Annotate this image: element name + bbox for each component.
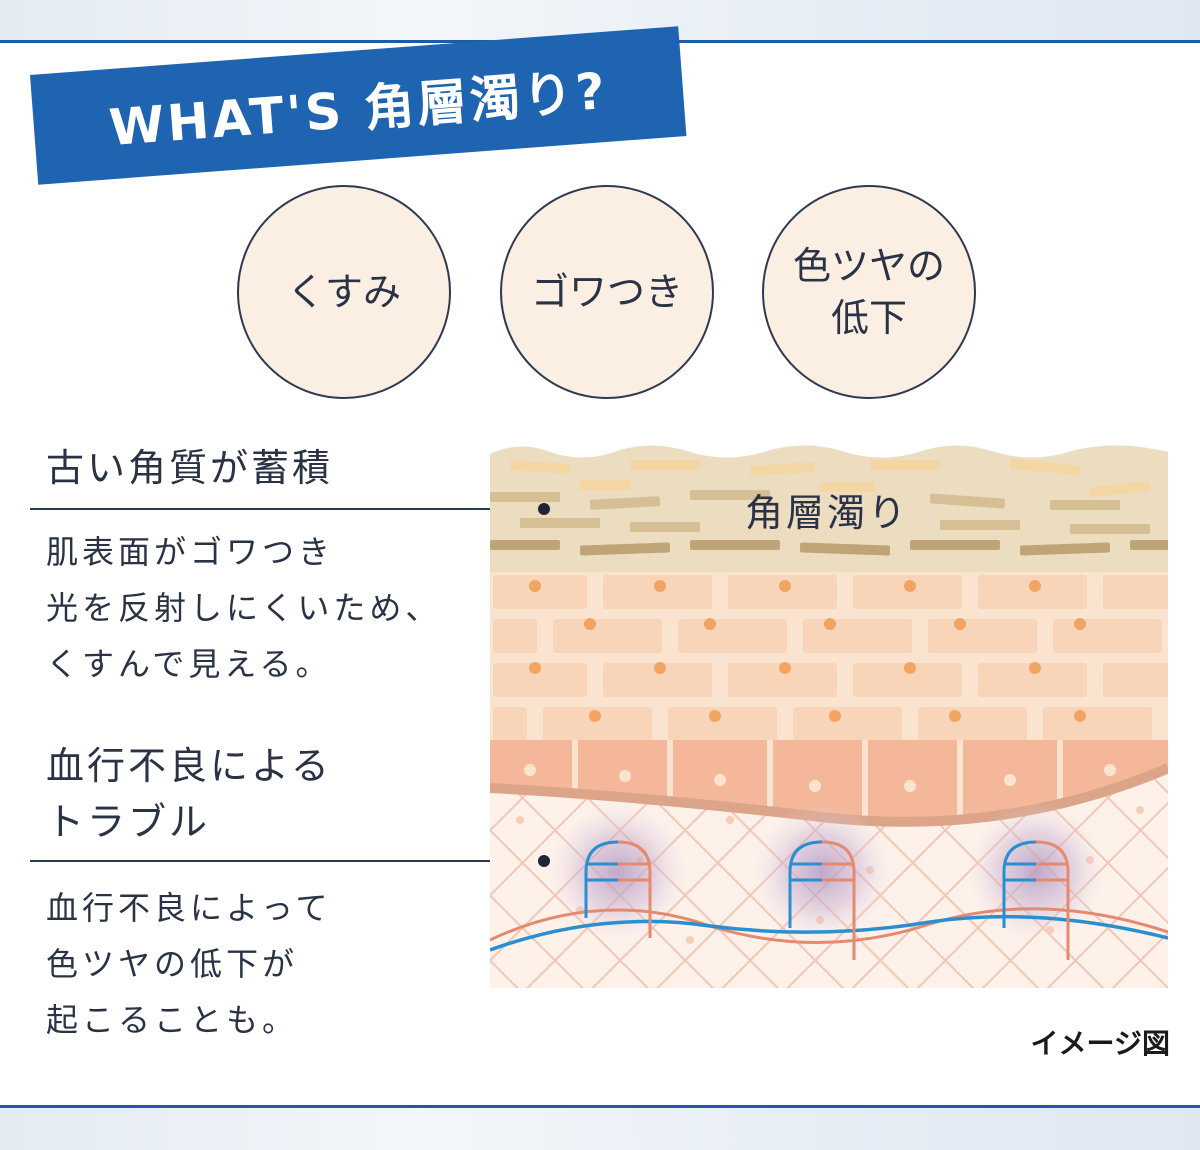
- section1-leader-line: [30, 508, 542, 510]
- corneocytes-light: [509, 458, 1151, 497]
- basal-layer: [490, 740, 1168, 826]
- blood-vessel-glows: [548, 802, 1106, 942]
- vein-line: [490, 914, 1168, 952]
- section1-body: 肌表面がゴワつき 光を反射しにくいため、 くすんで見える。: [46, 533, 442, 683]
- epidermis-nuclei: [529, 580, 1086, 722]
- title-prefix: WHAT'S: [107, 81, 347, 158]
- corneocytes-dark: [490, 540, 1168, 556]
- artery-line: [490, 907, 1168, 944]
- symptom-circle-luster-loss: 色ツヤの 低下: [762, 185, 976, 399]
- symptom-label: 色ツヤの 低下: [792, 244, 945, 340]
- skin-layer-diagram: [490, 445, 1168, 988]
- symptom-circle-dullness: くすみ: [237, 185, 451, 399]
- section2-heading: 血行不良による トラブル: [46, 744, 332, 844]
- symptom-label: ゴワつき: [530, 270, 683, 314]
- basal-cell-walls: [572, 740, 1063, 822]
- section1-heading: 古い角質が蓄積: [46, 446, 334, 490]
- bottom-frame-band: [0, 1108, 1200, 1150]
- capillary-loops: [584, 840, 1070, 960]
- epidermis-cells: [490, 569, 1168, 747]
- stratum-corneum-label: 角層濁り: [745, 491, 910, 535]
- image-caption: イメージ図: [1030, 1027, 1170, 1060]
- page-title: WHAT'S 角層濁り?: [106, 51, 610, 160]
- symptom-label: くすみ: [286, 270, 401, 314]
- section1-pointer-dot: [538, 503, 550, 515]
- title-main: 角層濁り?: [362, 61, 610, 138]
- corneocytes-mid: [490, 490, 1150, 534]
- section2-pointer-dot: [538, 855, 550, 867]
- basal-nuclei: [524, 764, 1116, 792]
- section2-leader-line: [30, 860, 542, 862]
- section2-body: 血行不良によって 色ツヤの低下が 起こることも。: [46, 889, 332, 1039]
- symptom-circle-roughness: ゴワつき: [500, 185, 714, 399]
